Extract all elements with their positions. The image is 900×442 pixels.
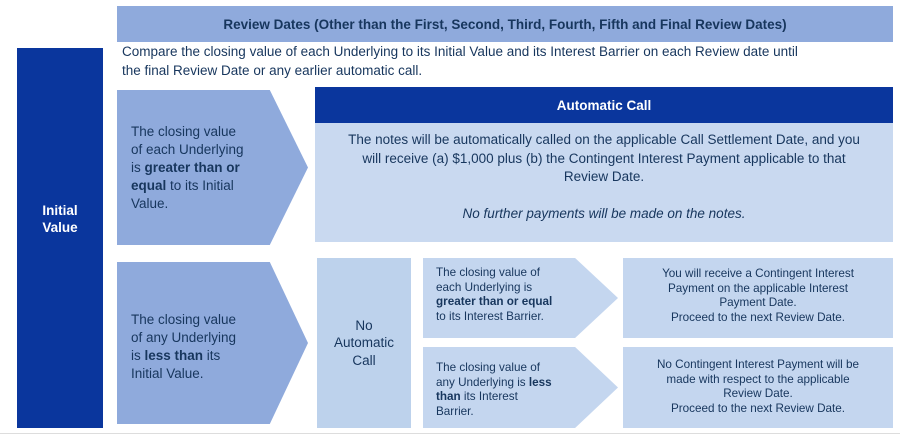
condition-at-or-above-initial-text: The closing value of each Underlying is … — [131, 123, 244, 211]
outcome-contingent-payment-box: You will receive a Contingent Interest P… — [623, 258, 893, 338]
condition-below-barrier-text: The closing value of any Underlying is l… — [436, 361, 552, 418]
condition-arrow-at-or-above-barrier: The closing value of each Underlying is … — [423, 258, 618, 338]
no-automatic-call-box: No Automatic Call — [317, 258, 411, 428]
bottom-divider — [0, 433, 900, 434]
condition-at-or-above-barrier-text: The closing value of each Underlying is … — [436, 266, 553, 323]
outcome-no-payment-box: No Contingent Interest Payment will be m… — [623, 347, 893, 428]
condition-arrow-below-initial: The closing value of any Underlying is l… — [117, 262, 308, 424]
condition-arrow-below-barrier: The closing value of any Underlying is l… — [423, 347, 618, 428]
condition-arrow-at-or-above-initial: The closing value of each Underlying is … — [117, 90, 308, 245]
automatic-call-body: The notes will be automatically called o… — [315, 123, 893, 242]
initial-value-label: Initial Value — [42, 203, 78, 235]
automatic-call-header: Automatic Call — [315, 87, 893, 123]
intro-text: Compare the closing value of each Underl… — [122, 44, 798, 78]
initial-value-bar: Initial Value — [17, 48, 103, 428]
condition-below-initial-text: The closing value of any Underlying is l… — [131, 312, 237, 381]
automatic-call-title: Automatic Call — [556, 97, 652, 113]
header-bar: Review Dates (Other than the First, Seco… — [117, 6, 893, 42]
header-title: Review Dates (Other than the First, Seco… — [223, 16, 787, 32]
